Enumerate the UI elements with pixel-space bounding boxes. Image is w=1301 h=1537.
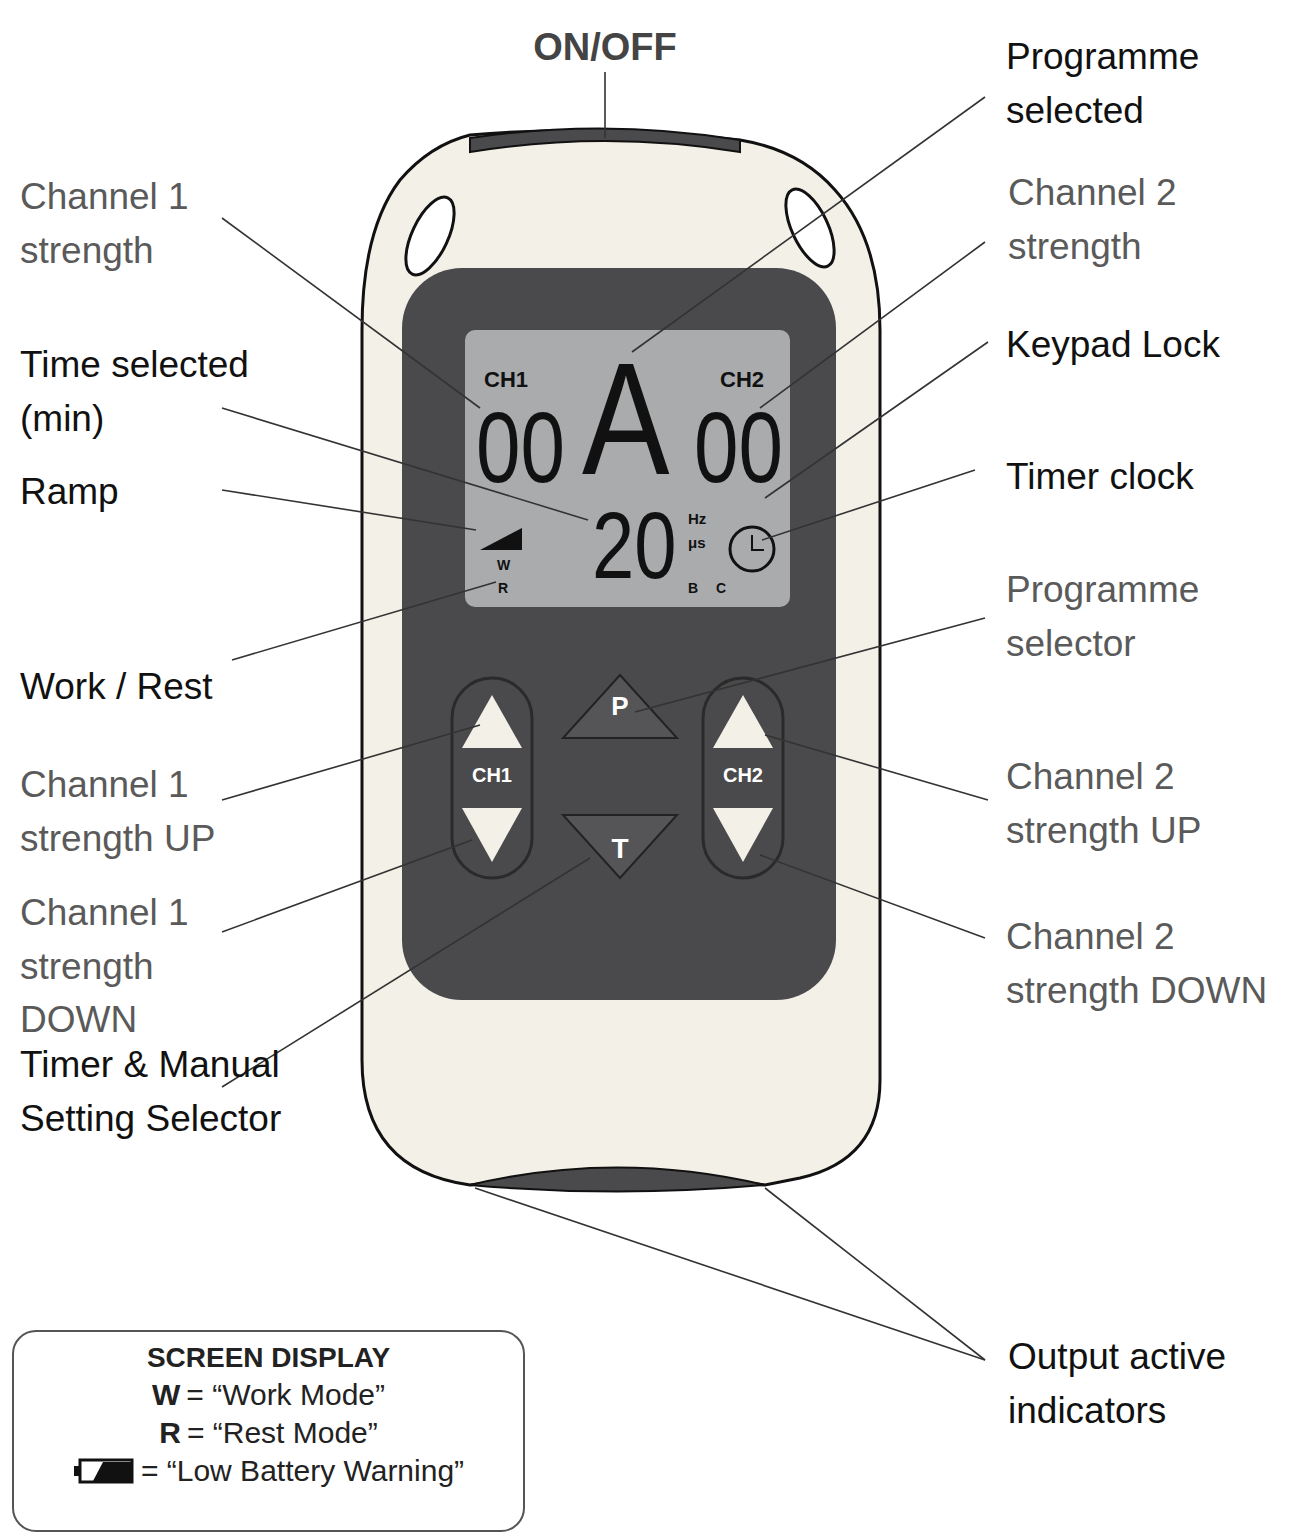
- screen-indicator: W: [497, 558, 510, 573]
- callout-label: Programme selector: [1006, 563, 1256, 670]
- legend-text: W: [152, 1378, 180, 1412]
- screen-programme: A: [582, 339, 670, 499]
- legend-text: = “Rest Mode”: [187, 1416, 378, 1450]
- legend-text: SCREEN DISPLAY: [147, 1342, 390, 1374]
- leader-lines: [222, 72, 988, 1360]
- callout-label: Work / Rest: [20, 660, 280, 714]
- legend-text: = “Work Mode”: [186, 1378, 385, 1412]
- legend-row: = “Low Battery Warning”: [28, 1454, 509, 1488]
- callout-label: Channel 1 strength DOWN: [20, 886, 252, 1047]
- strap-hole: [776, 182, 844, 273]
- down-arrow: [462, 808, 522, 862]
- front-panel: [402, 268, 836, 1000]
- lcd-screen: [465, 330, 790, 607]
- output-indicator-band: [470, 1168, 765, 1192]
- legend-row: R= “Rest Mode”: [28, 1416, 509, 1450]
- programme-button: [563, 675, 677, 738]
- screen-digits: 00: [476, 397, 565, 497]
- up-arrow: [462, 695, 522, 748]
- screen-digits: 00: [694, 397, 783, 497]
- legend-row: W= “Work Mode”: [28, 1378, 509, 1412]
- up-arrow: [713, 695, 773, 748]
- callout-label: ON/OFF: [495, 20, 715, 75]
- screen-text: CH1: [484, 368, 528, 392]
- legend-row: SCREEN DISPLAY: [28, 1342, 509, 1374]
- button-label: CH1: [462, 764, 522, 786]
- clock-symbol: [730, 527, 774, 571]
- callout-label: Channel 2 strength DOWN: [1006, 910, 1296, 1017]
- screen-unit: Hz: [688, 511, 706, 528]
- screen-indicator: B: [688, 581, 698, 596]
- legend-text: = “Low Battery Warning”: [141, 1454, 464, 1488]
- ch1-button-pad: [452, 678, 532, 878]
- screen-unit: μs: [688, 535, 706, 552]
- callout-label: Keypad Lock: [1006, 318, 1296, 372]
- ramp-symbol: [480, 528, 522, 550]
- callout-label: Programme selected: [1006, 30, 1266, 137]
- callout-label: Timer clock: [1006, 450, 1296, 504]
- timer-button: [563, 815, 677, 878]
- housing: [362, 131, 880, 1185]
- down-arrow: [713, 808, 773, 862]
- strap-hole: [396, 190, 464, 281]
- callout-label: Channel 1 strength UP: [20, 758, 252, 865]
- screen-text: CH2: [720, 368, 764, 392]
- battery-icon: [73, 1458, 135, 1484]
- button-label: T: [600, 834, 640, 865]
- callout-label: Timer & Manual Setting Selector: [20, 1038, 282, 1145]
- screen-indicator: R: [498, 581, 508, 596]
- callout-label: Channel 2 strength: [1008, 166, 1278, 273]
- ch2-button-pad: [703, 678, 783, 878]
- legend-box: SCREEN DISPLAYW= “Work Mode”R= “Rest Mod…: [12, 1330, 525, 1532]
- screen-indicator: C: [716, 581, 726, 596]
- callout-label: Output active indicators: [1008, 1330, 1268, 1437]
- screen-digits: 20: [592, 498, 677, 593]
- callout-label: Time selected (min): [20, 338, 282, 445]
- button-label: CH2: [713, 764, 773, 786]
- callout-label: Channel 2 strength UP: [1006, 750, 1296, 857]
- clock-hands: [752, 535, 764, 550]
- callout-label: Channel 1 strength: [20, 170, 250, 277]
- button-label: P: [600, 692, 640, 721]
- legend-text: R: [159, 1416, 181, 1450]
- callout-label: Ramp: [20, 465, 250, 519]
